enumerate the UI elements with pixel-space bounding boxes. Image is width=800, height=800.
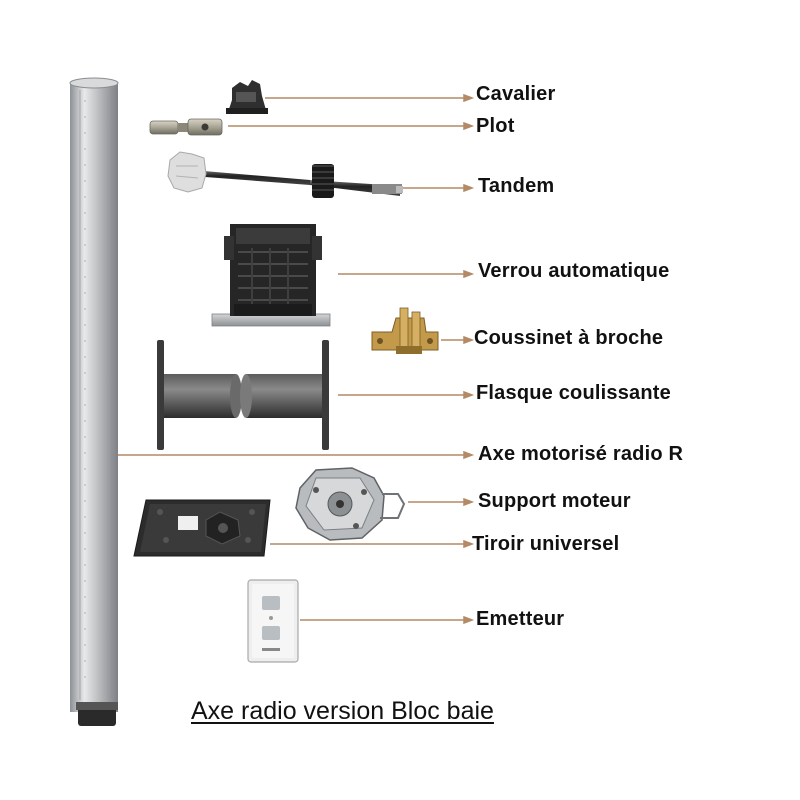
- arrow-cavalier: [463, 93, 475, 103]
- arrow-support: [463, 497, 475, 507]
- label-plot: Plot: [476, 115, 515, 137]
- emetteur-image: [247, 579, 299, 663]
- label-flasque-coulissante: Flasque coulissante: [476, 382, 671, 404]
- cavalier-image: [226, 80, 268, 114]
- tiroir-universel-image: [133, 499, 271, 557]
- verrou-automatique-image: [211, 224, 331, 327]
- coussinet-a-broche-image: [371, 307, 439, 354]
- leader-lines: [118, 93, 475, 625]
- axle-tube-image: [69, 77, 119, 726]
- arrow-flasque: [463, 390, 475, 400]
- plot-image: [149, 118, 223, 136]
- arrow-axe: [463, 450, 475, 460]
- tandem-image: [167, 151, 403, 198]
- label-tiroir-universel: Tiroir universel: [472, 533, 620, 555]
- support-moteur-image: [295, 467, 406, 541]
- label-support-moteur: Support moteur: [478, 490, 631, 512]
- flasque-coulissante-image: [157, 340, 329, 450]
- arrow-tandem: [463, 183, 475, 193]
- label-tandem: Tandem: [478, 175, 555, 197]
- arrow-coussinet: [463, 335, 475, 345]
- arrow-plot: [463, 121, 475, 131]
- label-emetteur: Emetteur: [476, 608, 565, 630]
- arrow-verrou: [463, 269, 475, 279]
- label-cavalier: Cavalier: [476, 83, 556, 105]
- arrow-tiroir: [463, 539, 475, 549]
- diagram-caption: Axe radio version Bloc baie: [191, 697, 494, 725]
- label-coussinet-a-broche: Coussinet à broche: [474, 327, 664, 349]
- label-verrou-automatique: Verrou automatique: [478, 260, 670, 282]
- label-axe-motorise-radio-r: Axe motorisé radio R: [478, 443, 684, 465]
- arrow-emetteur: [463, 615, 475, 625]
